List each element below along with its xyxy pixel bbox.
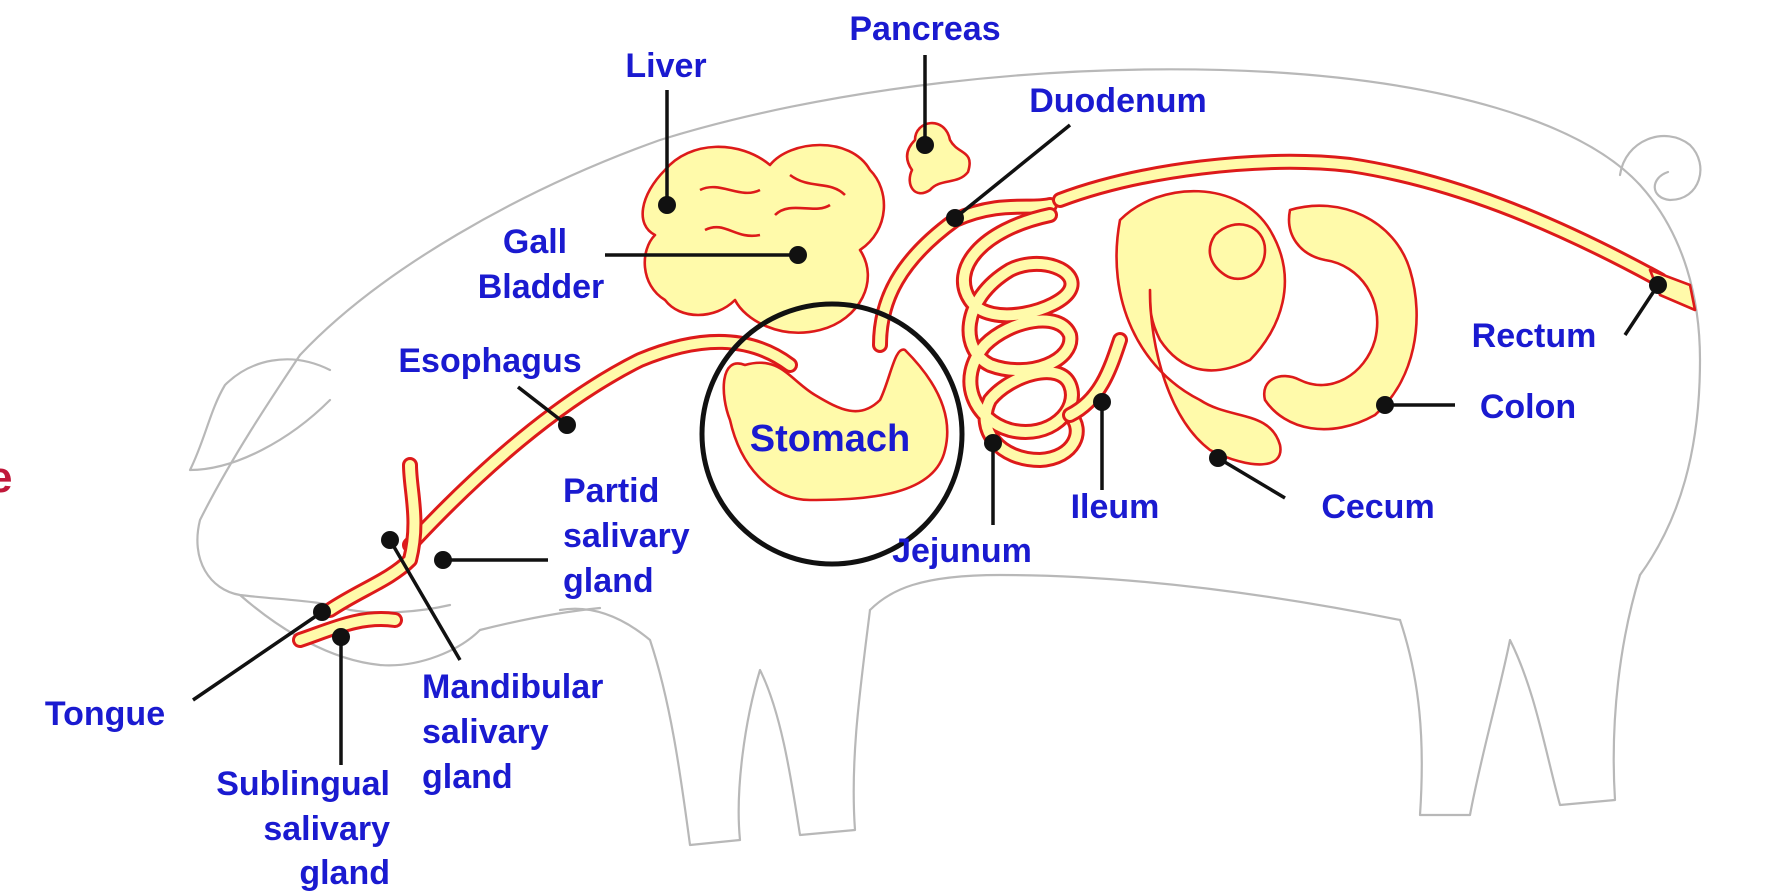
label-esophagus: Esophagus [398, 342, 581, 380]
label-sublingual-salivary: salivary [263, 810, 390, 848]
label-partid-gland: gland [563, 562, 654, 600]
label-mandibular: Mandibular [422, 668, 603, 706]
esophagus-dot [558, 416, 576, 434]
duodenum-dot [946, 209, 964, 227]
label-jejunum: Jejunum [892, 532, 1032, 570]
tongue-dot [313, 603, 331, 621]
colon-dot [1376, 396, 1394, 414]
gall-bladder-dot [789, 246, 807, 264]
label-ileum: Ileum [1071, 488, 1160, 526]
rectum-dot [1649, 276, 1667, 294]
label-tongue: Tongue [45, 695, 165, 733]
label-cecum: Cecum [1321, 488, 1434, 526]
label-bladder: Bladder [478, 268, 605, 306]
pig-outline [190, 69, 1700, 845]
label-sublingual-gland: gland [299, 854, 390, 892]
label-rectum: Rectum [1472, 317, 1597, 355]
pig-front-leg-outline [560, 609, 870, 845]
labels: Pancreas Liver Duodenum Gall Bladder Eso… [45, 10, 1596, 892]
label-gall: Gall [503, 223, 567, 261]
label-pancreas: Pancreas [849, 10, 1000, 48]
colon-inner-shape [1210, 224, 1265, 278]
label-stomach: Stomach [750, 418, 910, 460]
label-sublingual: Sublingual [216, 765, 390, 803]
ileum-dot [1093, 393, 1111, 411]
label-partid-salivary: salivary [563, 517, 690, 555]
pig-chest-outline [480, 608, 600, 630]
pig-tail-outline [1620, 136, 1700, 200]
pig-belly-outline [870, 575, 1400, 620]
jejunum-dot [984, 434, 1002, 452]
liver-dot [658, 196, 676, 214]
pancreas-dot [916, 136, 934, 154]
tongue-leader [193, 612, 322, 700]
sublingual-dot [332, 628, 350, 646]
label-liver: Liver [625, 47, 706, 85]
pancreas-shape [907, 123, 970, 193]
colon-shape [1264, 206, 1416, 429]
cropped-edge-glyph: e [0, 453, 12, 502]
pig-rear-leg-outline [1400, 575, 1640, 815]
label-mandibular-gland: gland [422, 758, 513, 796]
cecum-dot [1209, 449, 1227, 467]
partid-dot [434, 551, 452, 569]
label-duodenum: Duodenum [1029, 82, 1207, 120]
label-partid: Partid [563, 472, 659, 510]
mandibular-dot [381, 531, 399, 549]
label-colon: Colon [1480, 388, 1576, 426]
label-mandibular-salivary: salivary [422, 713, 549, 751]
